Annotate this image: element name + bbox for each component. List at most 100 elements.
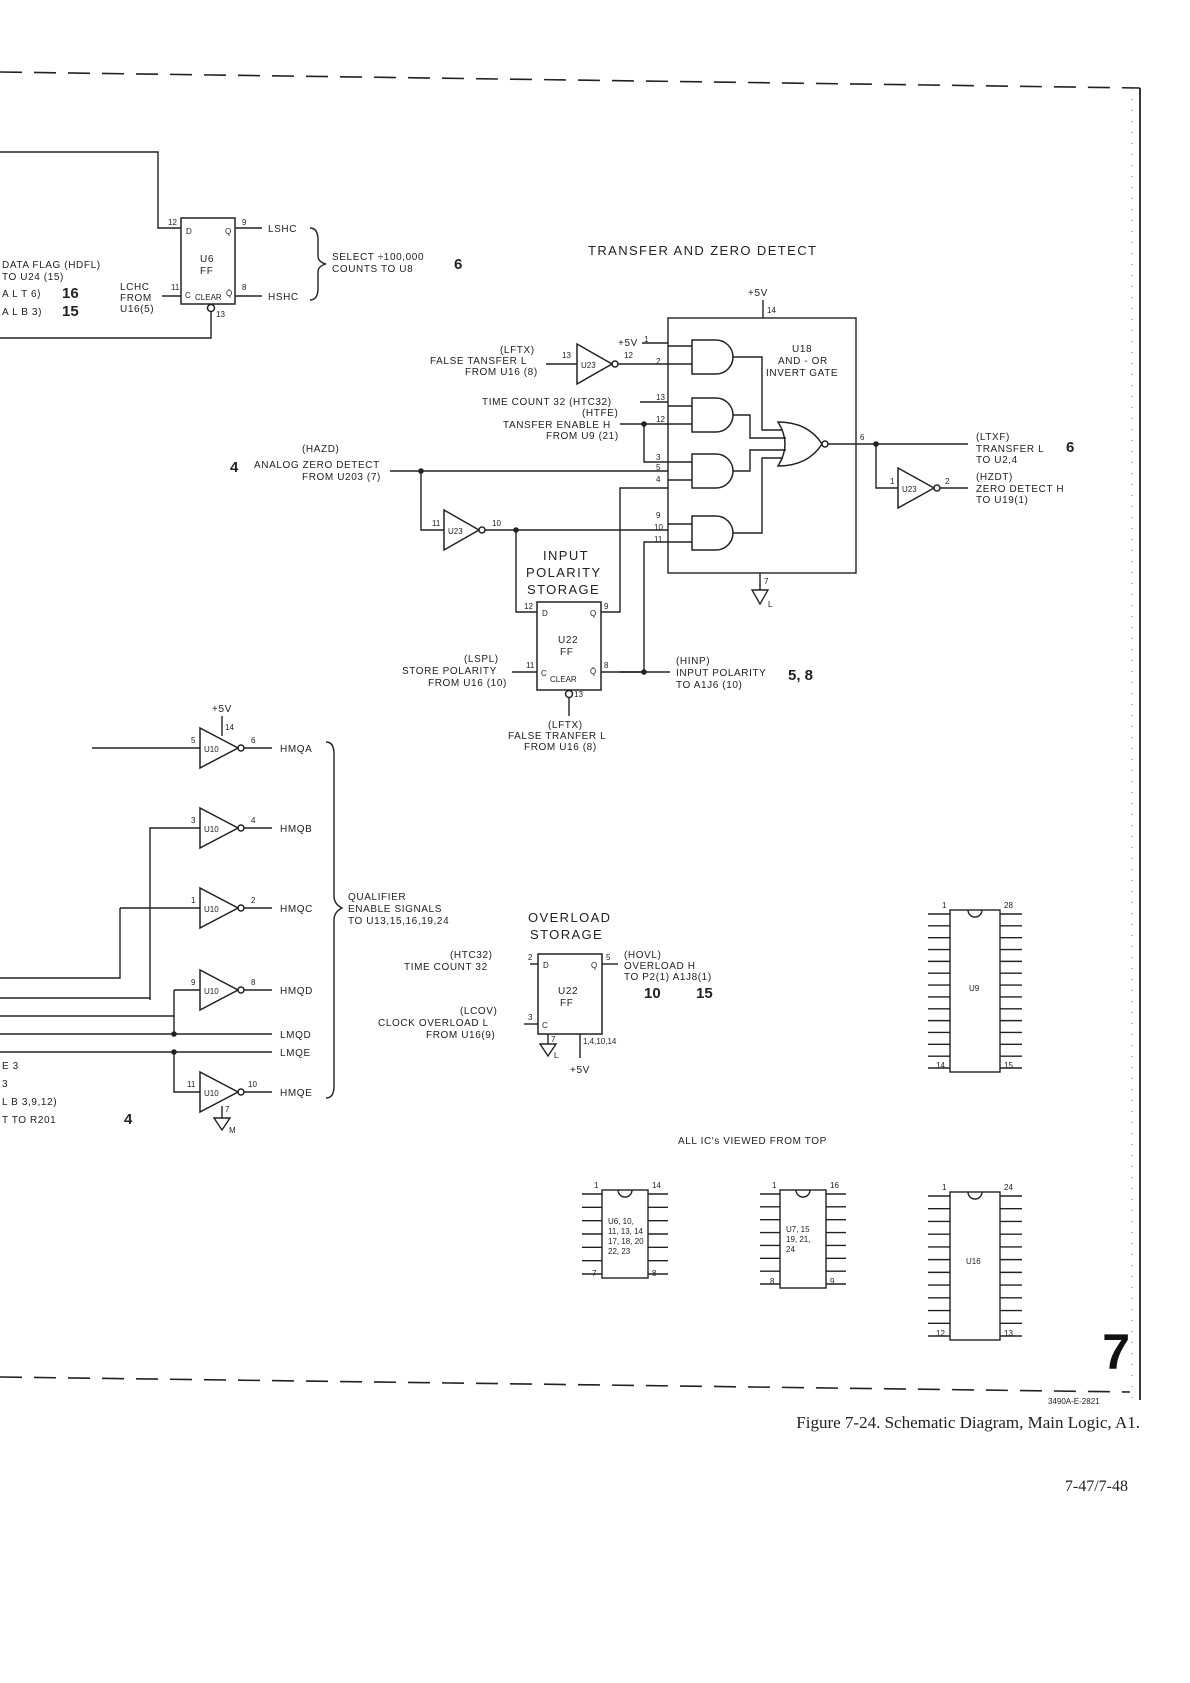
- svg-text:8: 8: [770, 1277, 775, 1286]
- svg-text:+5V: +5V: [618, 338, 638, 349]
- all-ics-note: ALL IC's VIEWED FROM TOP: [678, 1136, 827, 1147]
- svg-text:ANALOG ZERO DETECT: ANALOG ZERO DETECT: [254, 460, 380, 471]
- svg-text:U23: U23: [902, 485, 917, 494]
- ic-package-u16: U16 1 24 12 13: [928, 1183, 1022, 1341]
- svg-text:1: 1: [772, 1181, 777, 1190]
- svg-text:13: 13: [216, 310, 225, 319]
- svg-text:FROM U203 (7): FROM U203 (7): [302, 472, 381, 483]
- svg-text:U22: U22: [558, 635, 578, 646]
- svg-text:FF: FF: [560, 998, 573, 1009]
- svg-text:U18: U18: [792, 344, 812, 355]
- svg-text:Q̄: Q̄: [226, 289, 232, 298]
- transfer-zero-heading: TRANSFER AND ZERO DETECT: [588, 243, 817, 258]
- svg-text:8: 8: [251, 978, 256, 987]
- svg-text:U6, 10,: U6, 10,: [608, 1217, 634, 1226]
- svg-text:TIME COUNT 32 (HTC32): TIME COUNT 32 (HTC32): [482, 397, 612, 408]
- ltxf-output: (LTXF) TRANSFER L TO U2,4 6 U23 1 2 (HZD…: [828, 432, 1074, 510]
- svg-text:3: 3: [528, 1013, 533, 1022]
- svg-text:9: 9: [656, 511, 661, 520]
- svg-text:HMQC: HMQC: [280, 904, 313, 915]
- svg-text:C: C: [541, 669, 547, 678]
- svg-text:U10: U10: [204, 905, 219, 914]
- svg-text:C: C: [185, 291, 191, 300]
- svg-text:(HAZD): (HAZD): [302, 444, 339, 455]
- svg-text:6: 6: [251, 736, 256, 745]
- ic-package-u9: U9 1 28 14 15: [928, 901, 1022, 1073]
- svg-text:3: 3: [656, 453, 661, 462]
- svg-text:LMQD: LMQD: [280, 1030, 311, 1041]
- svg-text:1: 1: [942, 1183, 947, 1192]
- svg-text:5: 5: [191, 736, 196, 745]
- svg-text:(HINP): (HINP): [676, 656, 710, 667]
- svg-text:10: 10: [654, 523, 663, 532]
- svg-text:(HZDT): (HZDT): [976, 472, 1013, 483]
- svg-text:U16(5): U16(5): [120, 304, 154, 315]
- input-polarity-heading: INPUT: [543, 548, 589, 563]
- svg-text:COUNTS TO U8: COUNTS TO U8: [332, 264, 413, 275]
- svg-text:D: D: [186, 227, 192, 236]
- u22-polarity-flip-flop: D Q C CLEAR Q̄ U22 FF 12 9 11 8 13 (LSPL…: [402, 601, 813, 753]
- svg-text:CLEAR: CLEAR: [195, 293, 222, 302]
- svg-text:ZERO DETECT H: ZERO DETECT H: [976, 484, 1064, 495]
- svg-text:CLEAR: CLEAR: [550, 675, 577, 684]
- svg-text:13: 13: [562, 351, 571, 360]
- svg-text:FALSE TANSFER L: FALSE TANSFER L: [430, 356, 527, 367]
- svg-text:T TO R201: T TO R201: [2, 1115, 56, 1126]
- svg-text:5: 5: [606, 953, 611, 962]
- svg-text:17, 18, 20: 17, 18, 20: [608, 1237, 644, 1246]
- hazd-input: (HAZD) 4 ANALOG ZERO DETECT FROM U203 (7…: [230, 444, 668, 673]
- svg-text:U23: U23: [448, 527, 463, 536]
- svg-text:FF: FF: [560, 647, 573, 658]
- svg-text:FROM U16 (8): FROM U16 (8): [465, 367, 538, 378]
- svg-text:3: 3: [191, 816, 196, 825]
- svg-text:11: 11: [187, 1080, 196, 1089]
- svg-text:12: 12: [936, 1329, 945, 1338]
- svg-text:+5V: +5V: [570, 1065, 590, 1076]
- svg-text:FROM U16 (8): FROM U16 (8): [524, 742, 597, 753]
- svg-text:4: 4: [251, 816, 256, 825]
- svg-text:Q: Q: [225, 227, 231, 236]
- svg-text:(HTFE): (HTFE): [582, 408, 618, 419]
- hshc-label: HSHC: [268, 292, 299, 303]
- svg-text:7: 7: [225, 1105, 230, 1114]
- svg-text:STORAGE: STORAGE: [527, 582, 600, 597]
- svg-text:L: L: [554, 1051, 559, 1060]
- svg-text:1: 1: [191, 896, 196, 905]
- svg-text:+5V: +5V: [748, 288, 768, 299]
- svg-text:(HTC32): (HTC32): [450, 950, 493, 961]
- svg-text:12: 12: [624, 351, 633, 360]
- svg-text:6: 6: [860, 433, 865, 442]
- svg-text:FROM: FROM: [120, 293, 152, 304]
- svg-text:(LFTX): (LFTX): [548, 720, 583, 731]
- svg-text:TRANSFER L: TRANSFER L: [976, 444, 1044, 455]
- svg-text:SELECT ÷100,000: SELECT ÷100,000: [332, 252, 424, 263]
- svg-text:16: 16: [62, 285, 79, 302]
- svg-text:FROM U9 (21): FROM U9 (21): [546, 431, 619, 442]
- svg-text:12: 12: [168, 218, 177, 227]
- svg-text:14: 14: [936, 1061, 945, 1070]
- svg-text:11: 11: [171, 283, 180, 292]
- svg-text:2: 2: [528, 953, 533, 962]
- svg-text:TANSFER ENABLE H: TANSFER ENABLE H: [503, 420, 611, 431]
- svg-text:12: 12: [524, 602, 533, 611]
- chapter-number: 7: [1102, 1324, 1130, 1380]
- u22-overload-flip-flop: D Q C U22 FF 2 5 3 7 L 1,4,10,14 +5V (HT…: [378, 950, 713, 1076]
- svg-text:(LFTX): (LFTX): [500, 345, 535, 356]
- overload-heading: OVERLOAD: [528, 910, 611, 925]
- svg-text:FROM U16(9): FROM U16(9): [426, 1030, 495, 1041]
- svg-text:10: 10: [644, 985, 661, 1002]
- svg-text:19, 21,: 19, 21,: [786, 1235, 810, 1244]
- svg-text:U10: U10: [204, 825, 219, 834]
- svg-text:10: 10: [248, 1080, 257, 1089]
- svg-text:14: 14: [225, 723, 234, 732]
- svg-text:ENABLE SIGNALS: ENABLE SIGNALS: [348, 904, 442, 915]
- svg-text:10: 10: [492, 519, 501, 528]
- svg-text:D: D: [543, 961, 549, 970]
- svg-text:2: 2: [945, 477, 950, 486]
- svg-text:CLOCK OVERLOAD L: CLOCK OVERLOAD L: [378, 1018, 489, 1029]
- page-number: 7-47/7-48: [1064, 1478, 1128, 1495]
- svg-text:11: 11: [432, 519, 441, 528]
- svg-text:A L T 6): A L T 6): [2, 289, 41, 300]
- svg-text:14: 14: [652, 1181, 661, 1190]
- svg-text:15: 15: [696, 985, 713, 1002]
